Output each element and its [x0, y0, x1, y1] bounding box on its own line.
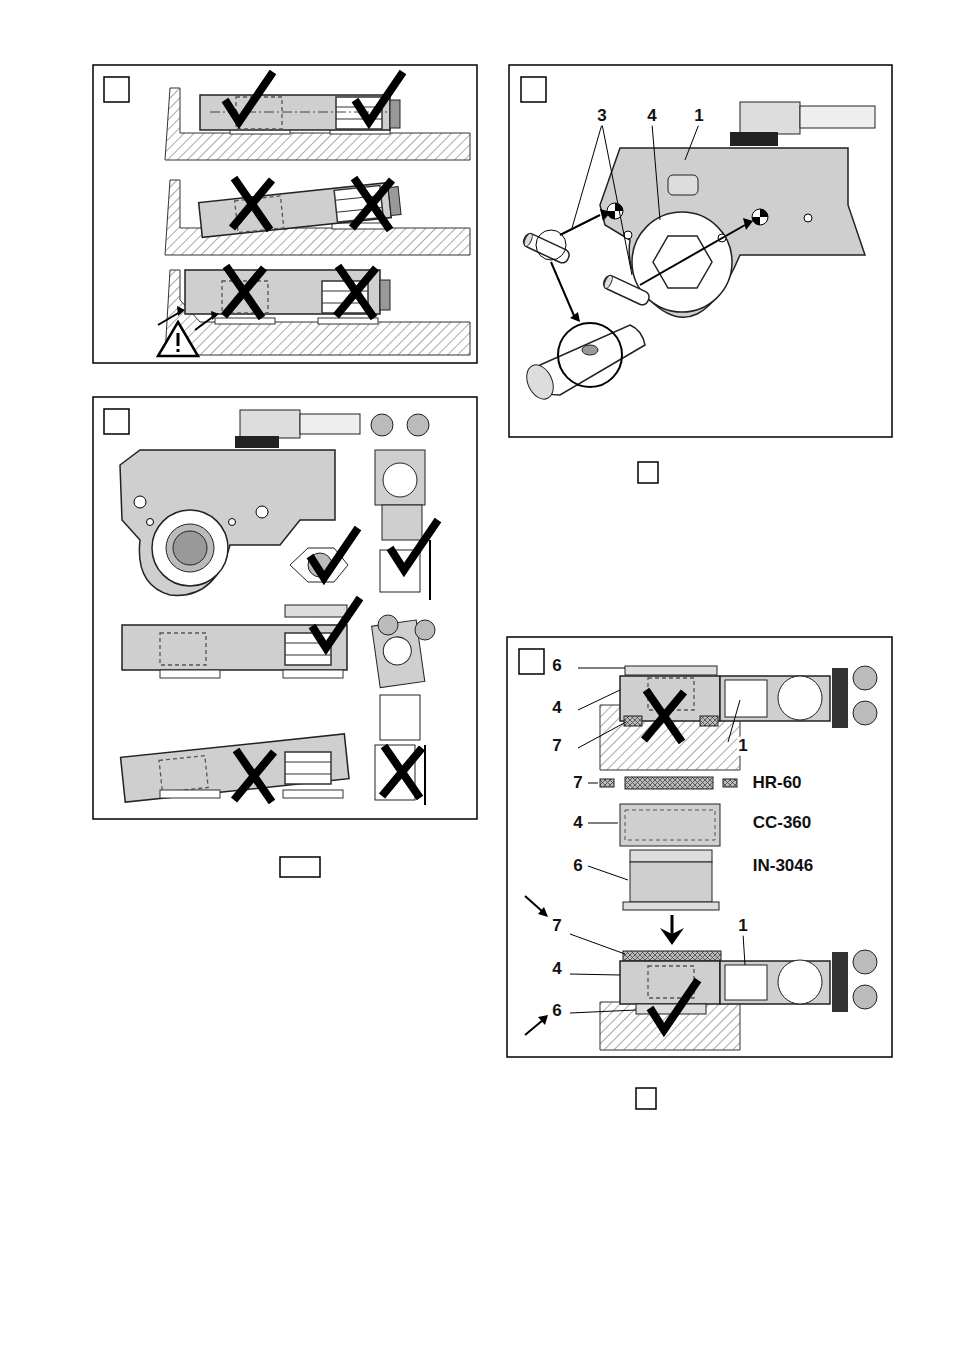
callout-number: 6	[572, 857, 583, 876]
callout-number: 4	[572, 814, 583, 833]
callout-number: 1	[737, 737, 748, 756]
callout-number: 4	[551, 699, 562, 718]
callout-number: 6	[551, 657, 562, 676]
part-code: IN-3046	[752, 857, 814, 876]
callout-number: 7	[551, 737, 562, 756]
part-code: CC-360	[752, 814, 813, 833]
callout-number: 1	[693, 107, 704, 126]
callout-number: 7	[572, 774, 583, 793]
callout-number: 7	[551, 917, 562, 936]
callout-number: 4	[646, 107, 657, 126]
callout-number: 4	[551, 960, 562, 979]
callout-number: 6	[551, 1002, 562, 1021]
callout-number: 1	[737, 917, 748, 936]
part-code: HR-60	[751, 774, 802, 793]
callout-number: 3	[596, 107, 607, 126]
